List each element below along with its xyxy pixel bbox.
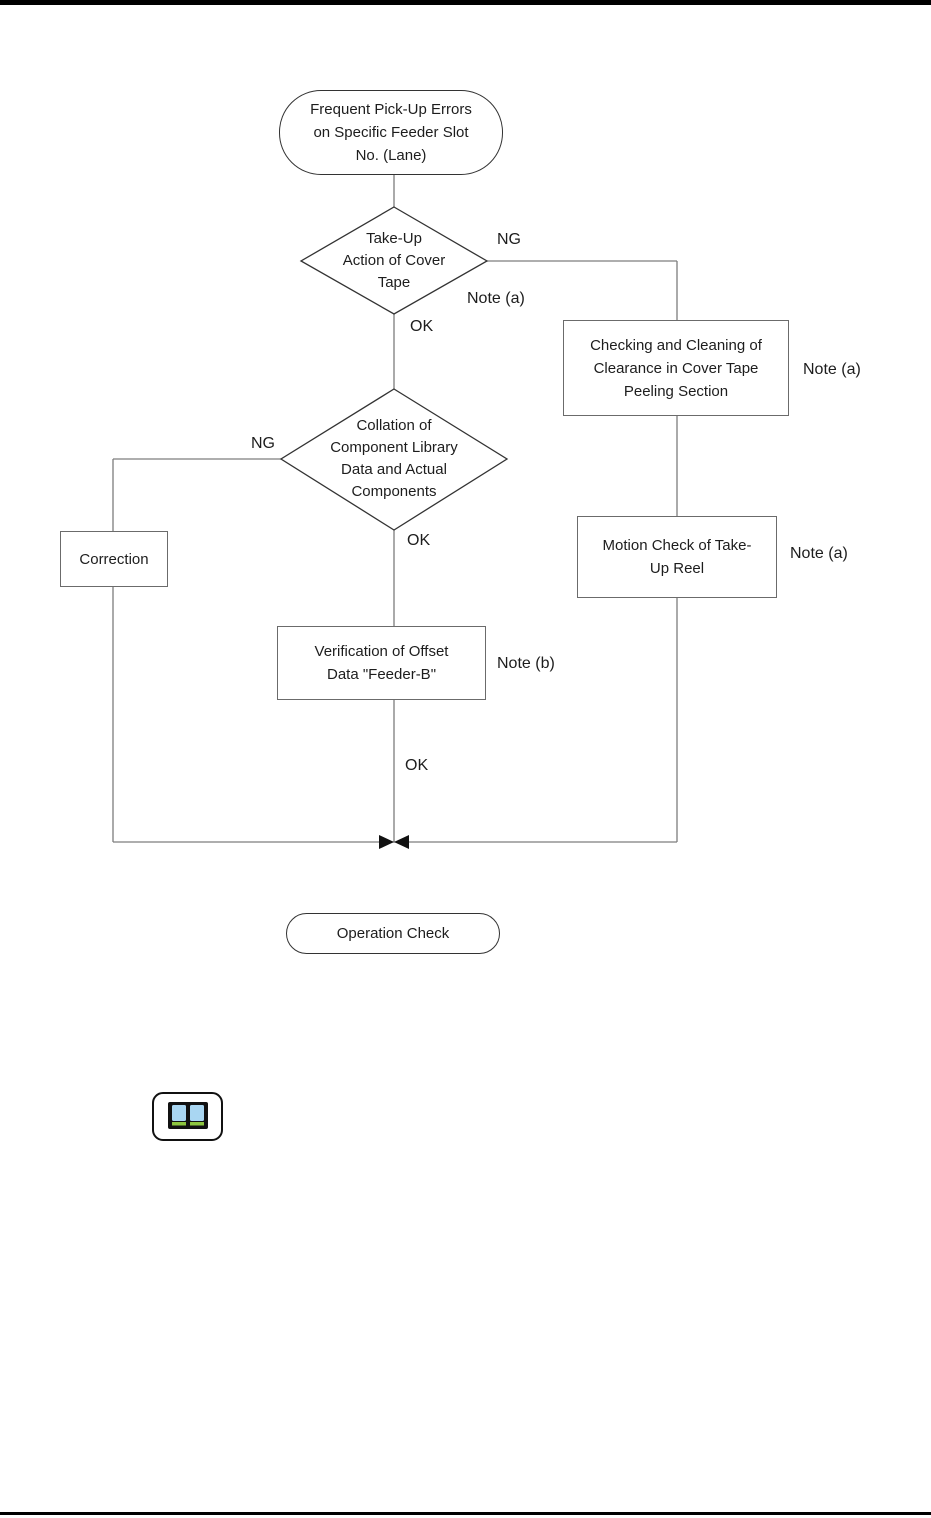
reference-book-button[interactable] <box>152 1092 223 1141</box>
decision-collation-label: Collation of Component Library Data and … <box>330 417 458 500</box>
decision-collation-ok-label: OK <box>407 532 431 549</box>
page-top-rule <box>0 0 931 5</box>
motion-box-note: Note (a) <box>790 545 848 562</box>
process-checking-cleaning-box: Checking and Cleaning of Clearance in Co… <box>563 320 789 416</box>
decision1-diamond-shape <box>299 206 489 315</box>
decision2-diamond-shape <box>279 388 509 531</box>
decision-collation-ng-label: NG <box>251 435 275 452</box>
process-motion-check-box: Motion Check of Take- Up Reel <box>577 516 777 598</box>
decision-take-up-ng-label: NG <box>497 231 521 248</box>
start-node: Frequent Pick-Up Errors on Specific Feed… <box>279 90 503 175</box>
merge-arrow-left-icon <box>379 835 394 849</box>
checking-box-note: Note (a) <box>803 361 861 378</box>
decision-take-up-label: Take-Up Action of Cover Tape <box>342 230 446 291</box>
merge-arrow-right-icon <box>394 835 409 849</box>
verification-box-note: Note (b) <box>497 655 555 672</box>
process-correction-box: Correction <box>60 531 168 587</box>
end-node: Operation Check <box>286 913 500 954</box>
decision-take-up-note: Note (a) <box>467 290 525 307</box>
page-bottom-rule <box>0 1512 931 1515</box>
process-verification-box: Verification of Offset Data "Feeder-B" <box>277 626 486 700</box>
open-book-icon <box>167 1102 208 1129</box>
merge-ok-label: OK <box>405 757 429 774</box>
decision-take-up-ok-label: OK <box>410 318 434 335</box>
